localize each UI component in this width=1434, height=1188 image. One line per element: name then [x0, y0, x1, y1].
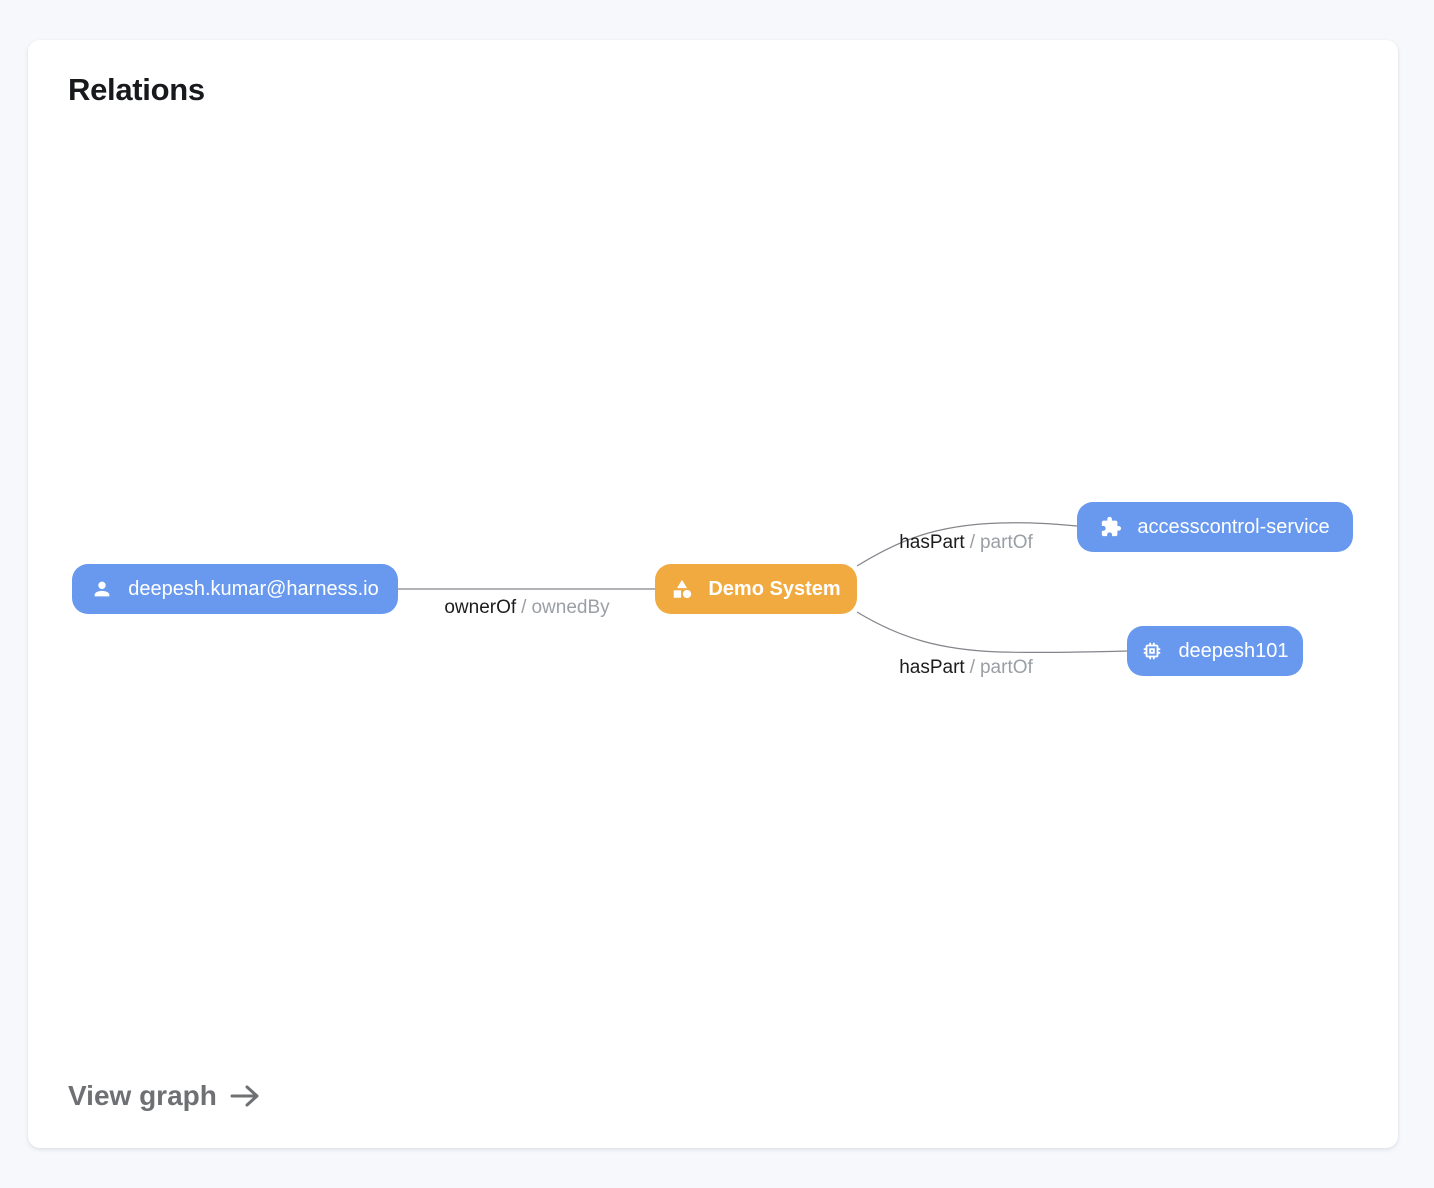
node-label: deepesh101: [1178, 639, 1289, 662]
relation-reverse-label: partOf: [979, 532, 1033, 553]
relation-forward-label: hasPart: [899, 532, 965, 553]
card-title: Relations: [68, 72, 205, 107]
relation-reverse-label: ownedBy: [531, 597, 610, 618]
edge-label-haspart-partof-bottom: hasPart/partOf: [899, 656, 1033, 680]
memory-icon: [1144, 642, 1161, 660]
edge-haspart-partof-bottom: [856, 611, 1128, 654]
arrow-right-icon: [230, 1085, 259, 1107]
node-demo-system[interactable]: Demo System: [655, 564, 857, 614]
person-icon: [94, 581, 110, 597]
extension-icon: [1102, 516, 1122, 537]
node-deepesh101[interactable]: deepesh101: [1127, 626, 1303, 676]
relations-card: Relations deepesh.kumar@harness.io Demo …: [28, 40, 1398, 1148]
category-icon: [674, 579, 692, 599]
relation-forward-label: ownerOf: [444, 597, 517, 618]
node-label: accesscontrol-service: [1137, 515, 1330, 538]
relation-separator: /: [521, 597, 527, 618]
node-label: Demo System: [708, 577, 841, 600]
relation-forward-label: hasPart: [899, 657, 965, 678]
node-accesscontrol-service[interactable]: accesscontrol-service: [1077, 502, 1353, 552]
node-owner-user[interactable]: deepesh.kumar@harness.io: [72, 564, 398, 614]
relation-separator: /: [969, 657, 975, 678]
relations-graph: deepesh.kumar@harness.io Demo System acc…: [28, 40, 1398, 1148]
relation-reverse-label: partOf: [979, 657, 1033, 678]
edge-label-haspart-partof-top: hasPart/partOf: [899, 531, 1033, 555]
edge-label-ownerof-ownedby: ownerOf/ownedBy: [444, 596, 609, 620]
view-graph-label: View graph: [68, 1080, 217, 1111]
node-label: deepesh.kumar@harness.io: [128, 577, 379, 600]
relation-separator: /: [969, 532, 975, 553]
view-graph-link[interactable]: View graph: [68, 1080, 261, 1112]
